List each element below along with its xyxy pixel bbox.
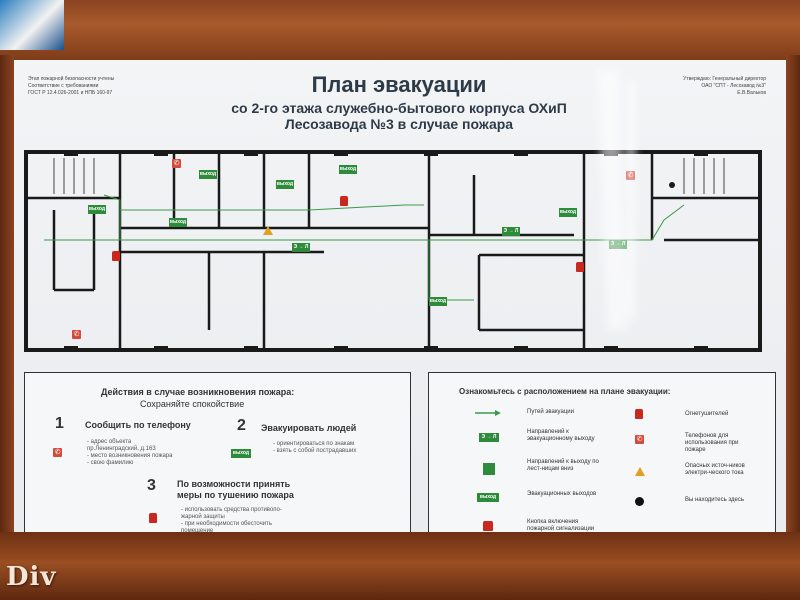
detail-line: пр.Ленинградский, д.163 — [87, 446, 156, 452]
detail-line: - место возникновения пожара — [87, 453, 173, 459]
wooden-frame-right — [786, 55, 800, 540]
approval-note-left: Этап пожарной безопасности учтены Соотве… — [28, 76, 114, 97]
step-2-details: - ориентироваться по знакам - взять с со… — [273, 441, 356, 455]
right-note-line: Утверждаю: Генеральный директор — [683, 76, 766, 82]
detail-line: помещение — [181, 528, 214, 534]
evacuation-plan-sheet: Этап пожарной безопасности учтены Соотве… — [14, 60, 786, 544]
sticker-image — [0, 0, 64, 50]
fire-actions-box: Действия в случае возникновения пожара: … — [24, 372, 411, 544]
detail-line: - свою фамилию — [87, 460, 134, 466]
phone-icon: ✆ — [172, 159, 181, 168]
floor-plan — [24, 150, 762, 352]
wall-pillars — [64, 150, 708, 352]
legend-label: Эвакуационных выходов — [527, 491, 597, 497]
plan-exit-sign: выход — [169, 218, 187, 227]
left-note-line: ГОСТ Р 12.4.026-2001 и НПБ 160-97 — [28, 90, 113, 96]
green-arrow-icon — [475, 410, 501, 416]
title-main: План эвакуации — [311, 72, 487, 97]
detail-line: - использовать средства противопо- — [181, 507, 282, 513]
plan-exit-direction-sign: Э → Л — [292, 243, 310, 252]
plan-exit-sign: выход — [559, 208, 577, 217]
step-3-title-line: меры по тушению пожара — [177, 490, 294, 500]
interior-walls — [26, 152, 760, 350]
step-1-title: Сообщить по телефону — [85, 420, 191, 430]
plan-exit-sign: выход — [199, 170, 217, 179]
right-note-line: ОАО "СПТ - Лесозавод №3" — [701, 83, 766, 89]
wooden-frame-bottom — [0, 532, 800, 600]
left-note-line: Этап пожарной безопасности учтены — [28, 76, 115, 82]
legend-label: Направлений к выходу по лест-ницам вниз — [527, 459, 599, 472]
title-line-2: со 2-го этажа служебно-бытового корпуса … — [231, 100, 567, 116]
you-are-here-marker — [669, 182, 675, 188]
extinguisher-icon — [112, 251, 120, 261]
extinguisher-icon — [149, 513, 157, 523]
legend-label: Телефонов для использования при пожаре — [685, 433, 739, 453]
stairs-down-sign-icon — [483, 463, 495, 475]
actions-subheading: Сохраняйте спокойствие — [140, 399, 245, 409]
plan-exit-sign: выход — [88, 205, 106, 214]
hazard-triangle-icon — [635, 467, 645, 476]
step-3-title-line: По возможности принять — [177, 479, 291, 489]
detail-line: жарной защиты — [181, 514, 225, 520]
step-3-details: - использовать средства противопо- жарно… — [181, 507, 282, 535]
plan-exit-sign: выход — [276, 180, 294, 189]
plan-exit-sign: выход — [429, 297, 447, 306]
legend-label: Огнетушителей — [685, 411, 729, 417]
detail-line: - взять с собой пострадавших — [273, 448, 357, 454]
title-line-3: Лесозавода №3 в случае пожара — [284, 116, 514, 132]
plan-title: План эвакуации со 2-го этажа служебно-бы… — [164, 72, 634, 132]
plan-exit-direction-sign: Э → Л — [502, 227, 520, 236]
phone-icon: ✆ — [72, 330, 81, 339]
legend-label: Путей эвакуации — [527, 409, 574, 415]
light-glare — [626, 80, 636, 320]
step-3-title: По возможности принять меры по тушению п… — [177, 479, 294, 501]
wooden-frame-top — [0, 0, 800, 62]
detail-line: - при необходимости обесточить — [181, 521, 272, 527]
you-are-here-dot-icon — [635, 497, 644, 506]
legend-heading: Ознакомьтесь с расположением на плане эв… — [459, 387, 671, 396]
alarm-button-icon — [483, 521, 493, 531]
detail-line: - ориентироваться по знакам — [273, 441, 355, 447]
step-1-number: 1 — [55, 415, 64, 432]
exit-sign-icon: выход — [231, 449, 251, 458]
outer-walls — [24, 150, 762, 352]
evacuation-route-lines — [44, 194, 685, 301]
left-note-line: Соответствие с требованиями — [28, 83, 99, 89]
plan-exit-sign: выход — [339, 165, 357, 174]
exit-direction-sign-icon: Э → Л — [479, 433, 499, 442]
watermark-text: Div — [6, 562, 57, 592]
legend-label: Вы находитесь здесь — [685, 497, 745, 503]
phone-icon: ✆ — [635, 435, 644, 444]
step-3-number: 3 — [147, 477, 156, 494]
phone-icon: ✆ — [53, 448, 62, 457]
step-2-title: Эвакуировать людей — [261, 423, 357, 433]
step-2-number: 2 — [237, 417, 246, 434]
stair-lines — [53, 158, 725, 194]
wooden-frame-left — [0, 55, 14, 540]
legend-label: Кнопка включения пожарной сигнализации — [527, 519, 595, 532]
detail-line: - адрес объекта — [87, 439, 132, 445]
exit-sign-icon: выход — [477, 493, 499, 502]
legend-box: Ознакомьтесь с расположением на плане эв… — [428, 372, 776, 544]
actions-heading: Действия в случае возникновения пожара: — [101, 387, 295, 397]
extinguisher-icon — [635, 409, 643, 419]
approval-note-right: Утверждаю: Генеральный директор ОАО "СПТ… — [666, 76, 766, 97]
extinguisher-icon — [340, 196, 348, 206]
step-1-details: - адрес объекта пр.Ленинградский, д.163 … — [87, 439, 172, 467]
right-note-line: Е.В.Вальков — [737, 90, 766, 96]
legend-label: Опасных источ-ников электри-ческого тока — [685, 463, 745, 476]
legend-label: Направлений к эвакуационному выходу — [527, 429, 595, 442]
extinguisher-icon — [576, 262, 584, 272]
hazard-triangle-icon — [263, 226, 273, 235]
